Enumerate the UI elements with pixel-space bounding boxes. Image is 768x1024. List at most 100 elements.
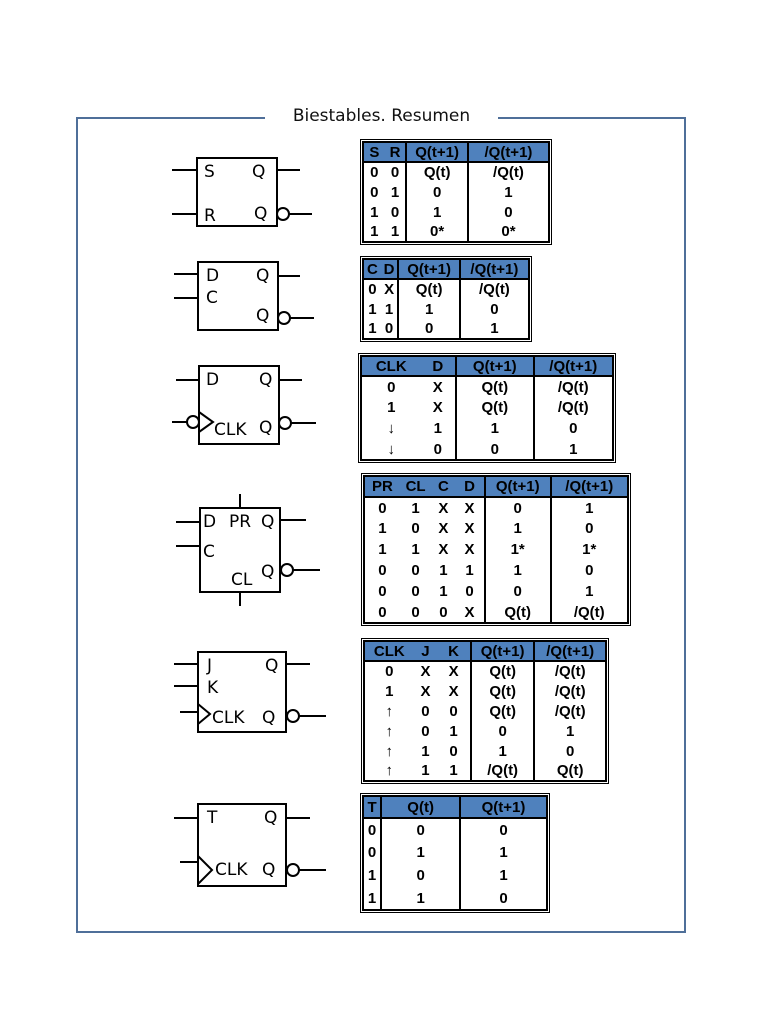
dlatch-header-cell: Q(t+1) — [398, 259, 461, 280]
dff-cell: 1 — [569, 440, 578, 458]
jk-cell: /Q(t) — [554, 663, 586, 680]
jk-cell: 0 — [421, 702, 430, 720]
dlatch-d-label: D — [206, 266, 220, 286]
dlatch-cell: 1 — [368, 320, 377, 337]
t-cell: 0 — [499, 821, 508, 839]
jk-cell: 0 — [566, 742, 575, 760]
dprcl-cell: 1* — [484, 539, 552, 560]
dprcl-cell: 1 — [378, 541, 387, 558]
dprcl-cell: 1* — [582, 541, 597, 558]
sr-cell: Q(t) — [406, 162, 469, 182]
dlatch-cell: 0 — [490, 300, 499, 318]
dprcl-header-cell: /Q(t+1) — [550, 476, 628, 498]
dff-cell: X — [420, 397, 458, 418]
sr-cell: 0 — [384, 162, 408, 182]
dff-cell: 1 — [456, 418, 535, 439]
dlatch-header-cell: D — [380, 259, 400, 280]
dprcl-cell: /Q(t) — [573, 603, 605, 621]
jk-cell: Q(t) — [556, 762, 584, 779]
d-flipflop-symbol — [172, 365, 316, 445]
dprcl-cell: 1 — [439, 583, 448, 600]
dff-cell: /Q(t) — [557, 399, 589, 416]
clock-edge-triangle — [198, 411, 215, 433]
dprcl-header-cell: Q(t+1) — [484, 476, 552, 498]
dprcl-cell: 0 — [484, 497, 552, 518]
dprcl-cell: 1 — [411, 499, 420, 517]
dprcl-cell: X — [438, 520, 449, 537]
t-cell: 0 — [363, 818, 383, 841]
clock-inversion-bubble — [186, 415, 200, 429]
dlatch-c-label: C — [206, 288, 218, 308]
clock-edge-triangle — [197, 703, 212, 725]
dff-cell: Q(t) — [456, 376, 535, 397]
dprcl-c-label: C — [203, 542, 215, 562]
t-clk-label: CLK — [215, 860, 248, 880]
jk-k-label: K — [207, 678, 219, 698]
jk-cell: X — [420, 663, 431, 680]
t-cell: 0 — [363, 841, 383, 864]
dprcl-q-label: Q — [261, 512, 275, 532]
dlatch-qn-label: Q — [256, 306, 270, 326]
dprcl-header-cell: CL — [399, 476, 432, 498]
dlatch-header-cell: C — [363, 259, 381, 280]
sr-latch-symbol — [172, 157, 312, 227]
dprcl-cell: 0 — [378, 499, 387, 517]
jk-cell: 1 — [470, 741, 536, 761]
dprcl-cell: 1 — [484, 518, 552, 539]
t-q-label: Q — [264, 808, 278, 828]
inverted-output-bubble — [286, 709, 300, 723]
dprcl-cell: X — [455, 602, 486, 623]
jk-cell: 1 — [566, 722, 575, 740]
dff-header-cell: Q(t+1) — [456, 356, 535, 377]
dprcl-cell: 0 — [455, 581, 486, 602]
sr-cell: 1 — [384, 222, 408, 242]
t-cell: 1 — [381, 887, 462, 910]
dlatch-cell: Q(t) — [398, 279, 461, 299]
jk-cell: /Q(t) — [470, 761, 536, 781]
dprcl-cell: 0 — [411, 562, 420, 579]
sr-s-label: S — [204, 162, 215, 182]
dff-cell: 1 — [387, 399, 396, 416]
dprcl-cell: X — [438, 541, 449, 558]
dff-cell: ↓ — [387, 420, 396, 437]
jk-header-cell: K — [437, 641, 472, 662]
dff-cell: /Q(t) — [557, 378, 589, 396]
jk-j-label: J — [207, 656, 213, 676]
dlatch-q-label: Q — [256, 266, 270, 286]
jk-cell: 0 — [385, 663, 394, 680]
sr-r-label: R — [204, 206, 216, 226]
jk-cell: /Q(t) — [554, 702, 586, 720]
jk-cell: Q(t) — [470, 661, 536, 681]
jk-cell: 1 — [437, 721, 472, 741]
dff-qn-label: Q — [259, 418, 273, 438]
jk-cell: X — [420, 682, 431, 700]
jk-cell: ↑ — [385, 702, 394, 720]
jk-flipflop-symbol — [174, 651, 326, 733]
dprcl-cell: X — [455, 497, 486, 518]
dlatch-cell: 0 — [380, 319, 400, 339]
sr-header-cell: Q(t+1) — [406, 142, 469, 163]
sr-cell: 1 — [384, 182, 408, 202]
t-t-label: T — [207, 808, 218, 828]
inverted-output-bubble — [286, 863, 300, 877]
jk-cell: 0 — [437, 741, 472, 761]
sr-header-cell: S — [363, 142, 385, 163]
dff-cell: 0 — [456, 439, 535, 460]
dff-cell: 0 — [420, 439, 458, 460]
jk-cell: ↑ — [385, 762, 394, 779]
jk-cell: 1 — [421, 762, 430, 779]
